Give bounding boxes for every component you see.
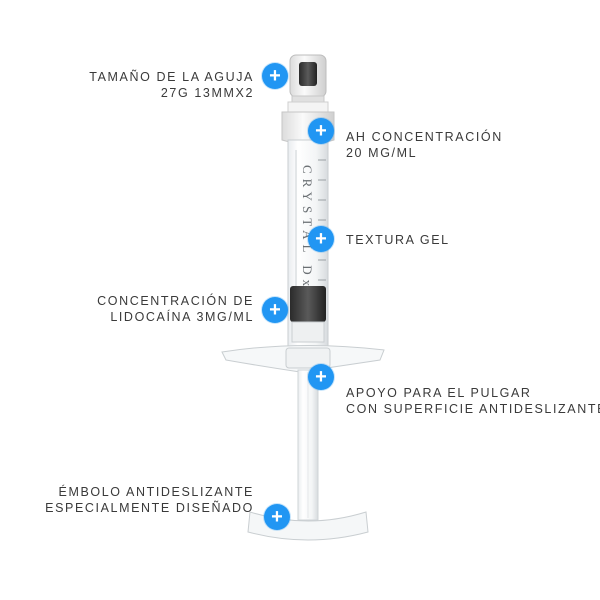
texture-label: TEXTURA GEL	[346, 233, 450, 247]
plunger-rod	[297, 369, 319, 521]
plunger-plus-icon[interactable]: +	[264, 504, 290, 530]
brand-text: CRYSTAL Dx	[300, 165, 315, 291]
thumb-rest-label: APOYO PARA EL PULGAR CON SUPERFICIE ANTI…	[346, 386, 600, 416]
plunger-label: ÉMBOLO ANTIDESLIZANTE ESPECIALMENTE DISE…	[45, 485, 254, 515]
finger-flange	[221, 344, 385, 373]
lidocaine-label: CONCENTRACIÓN DE LIDOCAÍNA 3MG/ML	[97, 294, 254, 324]
ah-concentration-label: AH CONCENTRACIÓN 20 MG/ML	[346, 130, 503, 160]
ah-concentration-plus-icon[interactable]: +	[308, 118, 334, 144]
lidocaine-plus-icon[interactable]: +	[262, 297, 288, 323]
needle-size-label: TAMAÑO DE LA AGUJA 27G 13MMX2	[89, 70, 254, 100]
needle-size-plus-icon[interactable]: +	[262, 63, 288, 89]
thumb-rest-plus-icon[interactable]: +	[308, 364, 334, 390]
texture-plus-icon[interactable]: +	[308, 226, 334, 252]
